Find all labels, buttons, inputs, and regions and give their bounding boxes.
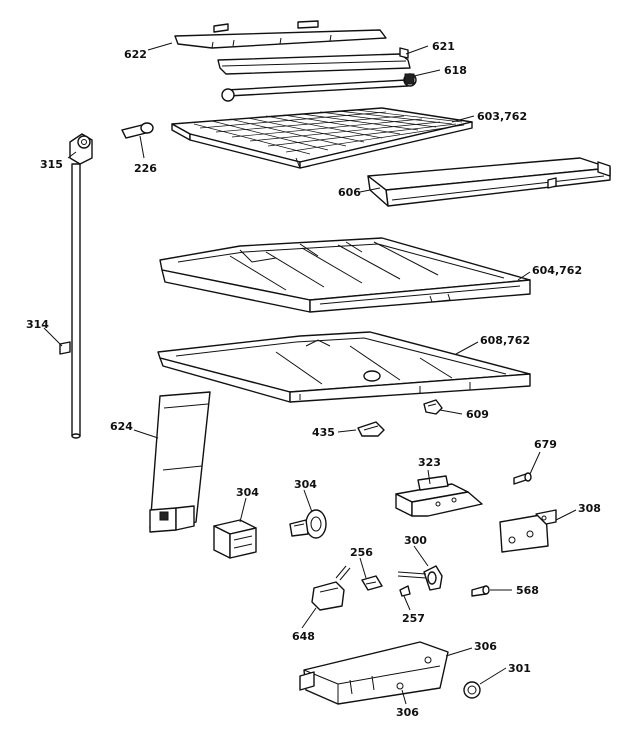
part-304-box <box>213 519 257 559</box>
part-300-assembly <box>397 565 443 591</box>
part-314-clip <box>59 341 71 355</box>
part-226-pin <box>121 122 154 139</box>
callout-679: 679 <box>534 438 557 451</box>
callout-606: 606 <box>338 186 361 199</box>
part-608-pan <box>157 331 531 403</box>
callout-301: 301 <box>508 662 531 675</box>
part-624-panel <box>149 391 211 533</box>
callout-308: 308 <box>578 502 601 515</box>
callout-306-top: 306 <box>474 640 497 653</box>
callout-323: 323 <box>418 456 441 469</box>
part-308-plate <box>499 509 557 553</box>
part-603-wire-shelf <box>171 107 473 169</box>
callout-256: 256 <box>350 546 373 559</box>
part-606-crisper-frame <box>367 157 611 207</box>
part-568-screw <box>471 585 490 597</box>
part-609-latch <box>423 399 443 415</box>
callout-603-762: 603,762 <box>477 110 527 123</box>
callout-568: 568 <box>516 584 539 597</box>
callout-306-bottom: 306 <box>396 706 419 719</box>
leader-lines <box>43 42 577 705</box>
callout-435: 435 <box>312 426 335 439</box>
part-306-housing <box>299 641 449 705</box>
callout-314: 314 <box>26 318 49 331</box>
part-323-bracket <box>395 475 483 517</box>
callout-648: 648 <box>292 630 315 643</box>
part-301-knob <box>463 681 481 699</box>
callout-604-762: 604,762 <box>532 264 582 277</box>
callout-622: 622 <box>124 48 147 61</box>
callout-315: 315 <box>40 158 63 171</box>
callout-labels: 622 621 618 603,762 315 226 606 604,762 … <box>26 40 601 719</box>
part-648-motor <box>311 565 351 611</box>
part-679-screw <box>513 472 532 485</box>
callout-624: 624 <box>110 420 133 433</box>
part-304-knob <box>289 509 327 539</box>
callout-621: 621 <box>432 40 455 53</box>
part-257-screw <box>399 585 411 597</box>
callout-304-box: 304 <box>236 486 259 499</box>
part-621-rail <box>217 47 411 75</box>
part-622-rail <box>174 20 387 49</box>
part-604-pan <box>159 237 531 313</box>
part-435-clip <box>357 421 385 437</box>
part-256-block <box>361 575 383 591</box>
callout-618: 618 <box>444 64 467 77</box>
callout-608-762: 608,762 <box>480 334 530 347</box>
part-315-rod <box>69 133 93 439</box>
part-618-rod <box>221 73 417 102</box>
callout-304-knob: 304 <box>294 478 317 491</box>
callout-226: 226 <box>134 162 157 175</box>
callout-300: 300 <box>404 534 427 547</box>
callout-609: 609 <box>466 408 489 421</box>
callout-257: 257 <box>402 612 425 625</box>
